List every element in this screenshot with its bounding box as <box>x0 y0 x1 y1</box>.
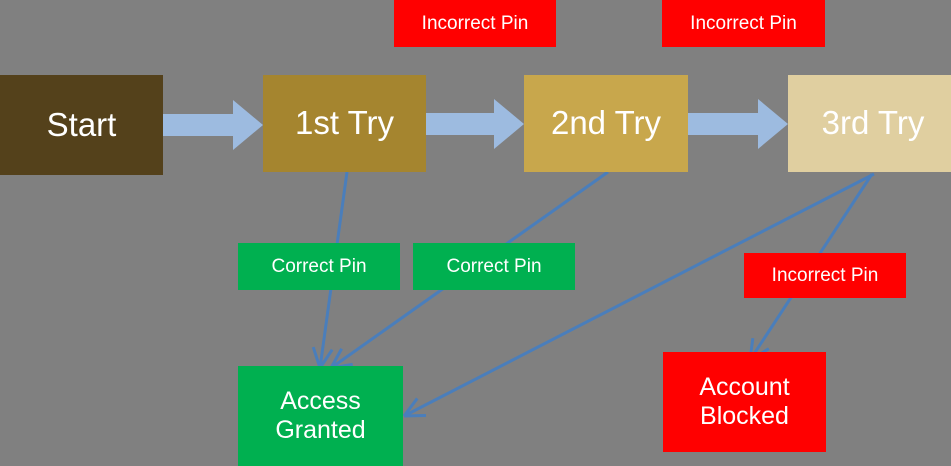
node-start[interactable]: Start <box>0 75 163 175</box>
edge-label-correct-pin-2: Correct Pin <box>413 243 575 290</box>
node-2nd-try[interactable]: 2nd Try <box>524 75 688 172</box>
edge-label-correct-pin-1: Correct Pin <box>238 243 400 290</box>
node-access-granted[interactable]: Access Granted <box>238 366 403 466</box>
block-arrow-try2-to-try3 <box>688 99 788 149</box>
node-3rd-try[interactable]: 3rd Try <box>788 75 951 172</box>
node-account-blocked[interactable]: Account Blocked <box>663 352 826 452</box>
block-arrow-try1-to-try2 <box>426 99 524 149</box>
node-1st-try[interactable]: 1st Try <box>263 75 426 172</box>
edge-label-incorrect-pin-1: Incorrect Pin <box>394 0 556 47</box>
edge-label-incorrect-pin-3: Incorrect Pin <box>744 253 906 298</box>
block-arrow-start-to-try1 <box>163 100 263 150</box>
edge-label-incorrect-pin-2: Incorrect Pin <box>662 0 825 47</box>
